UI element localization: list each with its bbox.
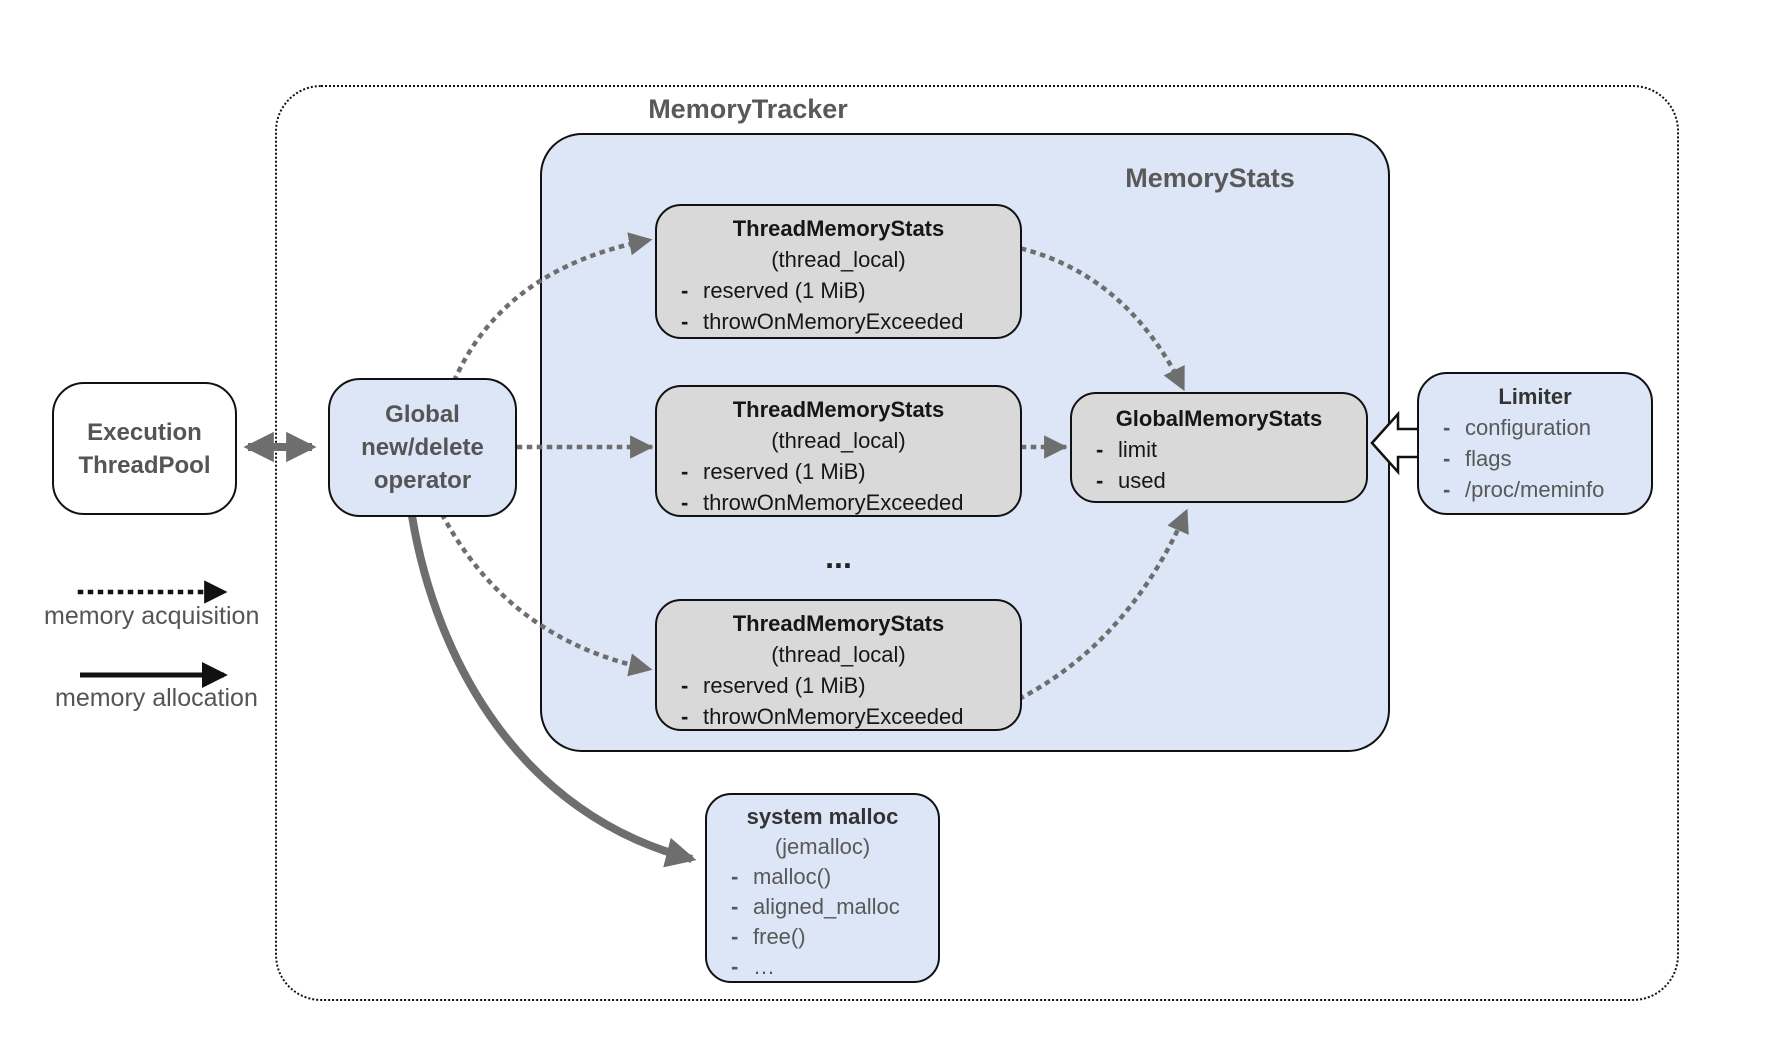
execution-threadpool-node: Execution ThreadPool [52,382,237,515]
system-malloc-subtitle: (jemalloc) [774,834,871,859]
legend-memory-allocation-label: memory allocation [55,684,258,712]
global-memory-stats-title: GlobalMemoryStats [1115,406,1323,431]
memory-tracker-label: MemoryTracker [648,94,848,124]
global-operator-line1: Global [385,401,460,428]
system-malloc-item-aligned-malloc: aligned_malloc [707,892,938,922]
global-stats-item-limit: limit [1072,434,1366,465]
limiter-item-flags: flags [1419,443,1651,474]
acquisition-arrow-thread1-to-global-stats [1020,246,1187,392]
legend-memory-acquisition-label: memory acquisition [44,602,260,630]
global-memory-stats-node: GlobalMemoryStats limit used [1070,392,1368,503]
block-arrow-limiter-to-global-stats [1370,410,1425,476]
execution-threadpool-line2: ThreadPool [78,451,211,479]
thread-memory-stats-node-1: ThreadMemoryStats (thread_local) reserve… [655,204,1022,339]
thread2-item-reserved: reserved (1 MiB) [657,456,1020,487]
limiter-title: Limiter [1498,384,1572,409]
global-operator-line3: operator [373,467,472,494]
thread-memory-stats-node-3: ThreadMemoryStats (thread_local) reserve… [655,599,1022,731]
global-stats-item-used: used [1072,465,1366,496]
limiter-node: Limiter configuration flags /proc/meminf… [1417,372,1653,515]
system-malloc-item-free: free() [707,922,938,952]
limiter-item-configuration: configuration [1419,412,1651,443]
thread2-subtitle: (thread_local) [771,428,906,453]
thread1-title: ThreadMemoryStats [732,216,945,241]
global-new-delete-operator-node: Global new/delete operator [328,378,517,517]
global-operator-line2: new/delete [361,434,484,461]
memory-tracker-boundary [275,85,1679,1001]
thread3-item-throw: throwOnMemoryExceeded [657,701,1020,732]
thread1-subtitle: (thread_local) [771,247,906,272]
acquisition-arrow-thread3-to-global-stats [1017,508,1189,702]
thread-memory-stats-node-2: ThreadMemoryStats (thread_local) reserve… [655,385,1022,517]
system-malloc-node: system malloc (jemalloc) malloc() aligne… [705,793,940,983]
acquisition-arrow-global-to-thread1 [452,232,653,382]
system-malloc-title: system malloc [746,804,899,829]
limiter-item-proc-meminfo: /proc/meminfo [1419,474,1651,505]
thread3-item-reserved: reserved (1 MiB) [657,670,1020,701]
thread2-title: ThreadMemoryStats [732,397,945,422]
acquisition-arrow-global-to-thread3 [439,512,653,677]
thread1-item-reserved: reserved (1 MiB) [657,275,1020,306]
system-malloc-item-ellipsis: … [707,952,938,982]
thread3-title: ThreadMemoryStats [732,611,945,636]
thread3-subtitle: (thread_local) [771,642,906,667]
allocation-arrow-global-to-malloc [408,515,697,868]
thread2-item-throw: throwOnMemoryExceeded [657,487,1020,518]
thread1-item-throw: throwOnMemoryExceeded [657,306,1020,337]
system-malloc-item-malloc: malloc() [707,862,938,892]
thread-stats-ellipsis: ... [825,539,852,575]
memory-stats-label: MemoryStats [1125,163,1295,193]
execution-threadpool-line1: Execution [87,418,202,446]
